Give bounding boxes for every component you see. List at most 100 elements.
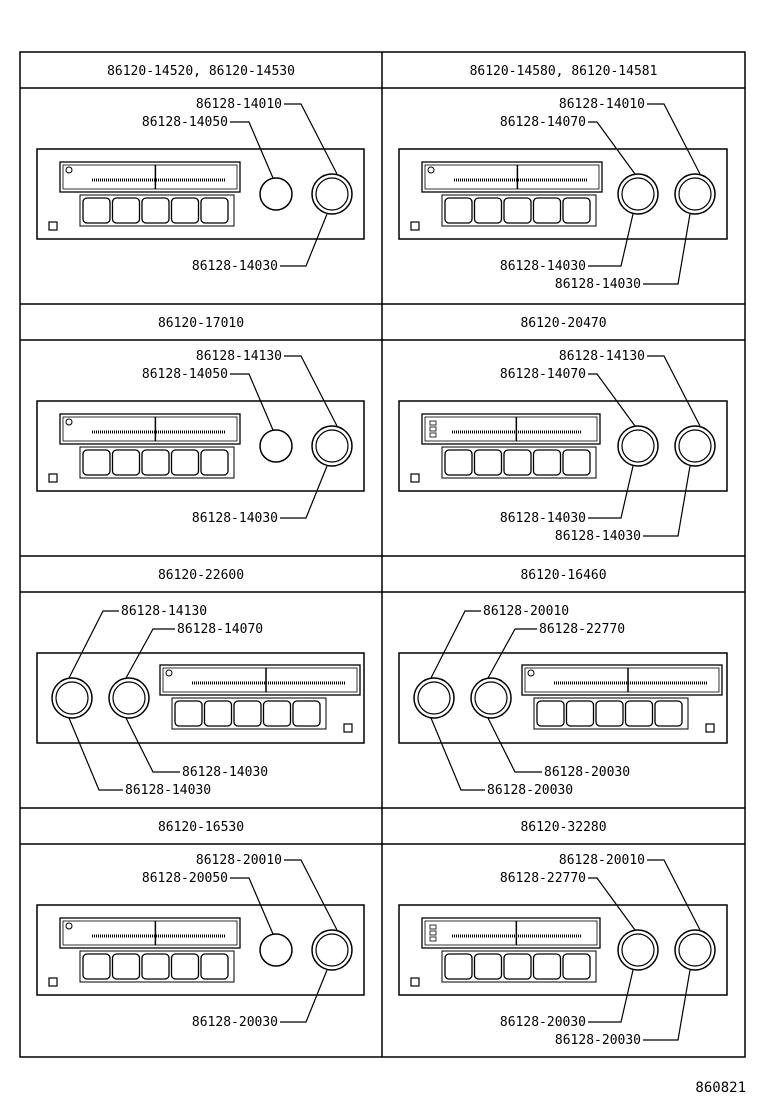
tuning-display: [421, 917, 601, 949]
leader-line: [68, 717, 123, 791]
panel-header: 86120-32280: [520, 820, 606, 835]
preset-button: [595, 700, 624, 727]
leader-line: [125, 628, 175, 679]
part-number-label: 86128-14070: [500, 115, 586, 130]
preset-buttons: [79, 950, 235, 983]
preset-button: [200, 953, 229, 980]
knob-plain: [259, 177, 293, 211]
tuning-display: [59, 161, 241, 193]
preset-button: [562, 197, 591, 224]
knob: [470, 677, 512, 719]
part-number-label: 86128-14030: [182, 765, 268, 780]
preset-button: [503, 197, 532, 224]
panel-8: 86120-3228086128-2001086128-2277086128-2…: [398, 820, 728, 1048]
part-number-label: 86128-20030: [487, 783, 573, 798]
leader-line: [284, 355, 338, 427]
leader-line: [280, 969, 328, 1023]
panel-header: 86120-22600: [158, 568, 244, 583]
leader-line: [280, 213, 328, 267]
preset-buttons: [171, 697, 327, 730]
preset-button: [562, 953, 591, 980]
part-number-label: 86128-20010: [559, 853, 645, 868]
leader-line: [487, 717, 542, 773]
knob: [311, 425, 353, 467]
leader-line: [68, 610, 119, 679]
preset-buttons: [441, 950, 597, 983]
knob: [674, 425, 716, 467]
preset-button: [473, 197, 503, 224]
panel-4: 86120-20470 86128-14130 86128-14070 86128-1…: [398, 316, 728, 544]
preset-buttons: [533, 697, 689, 730]
leader-line: [125, 717, 180, 773]
panel-header: 86120-14520, 86120-14530: [107, 64, 295, 79]
part-number-label: 86128-20010: [196, 853, 282, 868]
radio-faceplate: [36, 148, 365, 240]
knob-plain: [259, 429, 293, 463]
part-number-label: 86128-14130: [121, 604, 207, 619]
preset-button: [473, 449, 503, 476]
knob: [617, 425, 659, 467]
leader-line: [487, 628, 537, 679]
preset-button: [200, 449, 229, 476]
panel-2: 86120-14580, 86120-1458186128-1401086128…: [398, 64, 728, 292]
knob: [674, 173, 716, 215]
knob: [413, 677, 455, 719]
panel-header: 86120-20470: [520, 316, 606, 331]
leader-line: [647, 859, 701, 931]
panel-1: 86120-14520, 86120-1453086128-1401086128…: [36, 64, 365, 274]
table-grid: [19, 51, 746, 1058]
reference-code: 860821: [695, 1080, 746, 1096]
preset-button: [170, 953, 200, 980]
tuning-display: [421, 413, 601, 445]
part-number-label: 86128-14130: [559, 349, 645, 364]
part-number-label: 86128-14050: [142, 115, 228, 130]
part-number-label: 86128-14010: [559, 97, 645, 112]
tuning-display: [421, 161, 603, 193]
preset-button: [444, 197, 473, 224]
part-number-label: 86128-20050: [142, 871, 228, 886]
leader-line: [284, 103, 338, 175]
part-number-label: 86128-14130: [196, 349, 282, 364]
preset-button: [503, 449, 532, 476]
preset-button: [565, 700, 595, 727]
leader-line: [430, 610, 481, 679]
part-number-label: 86128-22770: [539, 622, 625, 637]
part-number-label: 86128-20030: [544, 765, 630, 780]
preset-button: [141, 197, 170, 224]
preset-button: [82, 449, 111, 476]
preset-buttons: [79, 194, 235, 227]
preset-button: [654, 700, 683, 727]
preset-button: [473, 953, 503, 980]
preset-button: [82, 953, 111, 980]
preset-button: [111, 449, 141, 476]
knob: [617, 929, 659, 971]
leader-line: [284, 859, 338, 931]
preset-button: [111, 197, 141, 224]
part-number-label: 86128-14050: [142, 367, 228, 382]
preset-button: [170, 197, 200, 224]
leader-line: [588, 877, 636, 931]
preset-button: [111, 953, 141, 980]
part-number-label: 86128-20030: [500, 1015, 586, 1030]
preset-button: [562, 449, 591, 476]
panel-header: 86120-16530: [158, 820, 244, 835]
part-number-label: 86128-14030: [192, 511, 278, 526]
preset-buttons: [441, 194, 597, 227]
preset-button: [141, 953, 170, 980]
tuning-display: [59, 917, 241, 949]
part-number-label: 86128-14070: [500, 367, 586, 382]
preset-button: [174, 700, 203, 727]
leader-line: [647, 103, 701, 175]
knob: [617, 173, 659, 215]
knob: [108, 677, 150, 719]
part-number-label: 86128-14030: [125, 783, 211, 798]
preset-button: [292, 700, 321, 727]
part-number-label: 86128-14030: [192, 259, 278, 274]
knob: [674, 929, 716, 971]
panel-5: 86120-2260086128-1413086128-1407086128-1…: [36, 568, 365, 798]
preset-button: [444, 953, 473, 980]
panel-header: 86120-17010: [158, 316, 244, 331]
preset-buttons: [441, 446, 597, 479]
part-number-label: 86128-14030: [555, 529, 641, 544]
tuning-display: [159, 664, 361, 696]
